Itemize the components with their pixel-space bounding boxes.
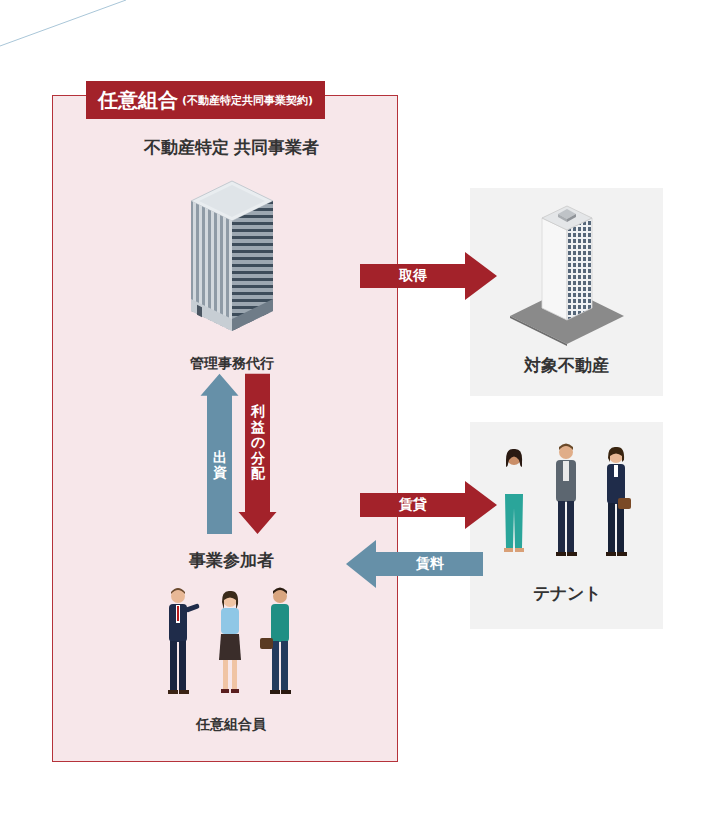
arrow-label: 利益の分配: [251, 404, 265, 481]
property-node: 対象不動産: [470, 188, 663, 396]
property-building-icon: [502, 196, 632, 346]
region-subtitle: (不動産特定共同事業契約): [182, 93, 313, 108]
arrow-label: 賃貸: [399, 496, 427, 514]
person-figure: [219, 591, 241, 693]
operator-node: 不動産特定 共同事業者 管理事務代行: [141, 136, 322, 373]
node-title: テナント: [533, 582, 601, 605]
region-title: 任意組合: [98, 87, 178, 114]
person-figure: [260, 587, 291, 694]
person-figure: [168, 588, 200, 694]
tenant-figures: [492, 442, 642, 572]
node-title: 対象不動産: [524, 354, 609, 377]
union-region: 任意組合(不動産特定共同事業契約)不動産特定 共同事業者 管理事務代行事業参加者: [52, 95, 398, 762]
node-label: 管理事務代行: [190, 354, 274, 373]
arrow-label: 出資: [213, 450, 227, 481]
node-title: 不動産特定 共同事業者: [144, 136, 320, 159]
arrow-label: 賃料: [416, 555, 444, 573]
person-figure: [606, 447, 631, 556]
node-label: 任意組合員: [196, 715, 266, 734]
region-header-tab: 任意組合 (不動産特定共同事業契約): [86, 81, 325, 119]
corner-line: [0, 0, 126, 46]
members-figures: [156, 586, 306, 701]
participant-node: 事業参加者 任意組合員: [131, 549, 331, 734]
arrow-label: 取得: [399, 267, 427, 285]
person-figure: [504, 449, 524, 552]
person-figure: [556, 444, 577, 557]
node-title: 事業参加者: [189, 549, 274, 572]
tenant-node: テナント: [470, 422, 663, 629]
office-building-icon: [177, 171, 287, 336]
